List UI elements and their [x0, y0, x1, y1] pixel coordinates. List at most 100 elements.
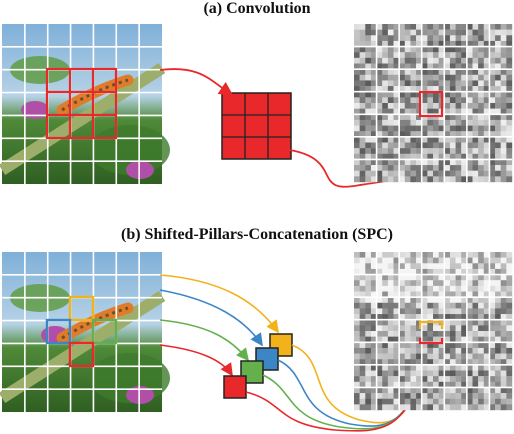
- feature-cell: [410, 387, 417, 394]
- feature-cell: [495, 387, 501, 394]
- feature-cell: [370, 268, 377, 275]
- feature-cell: [359, 268, 366, 275]
- feature-cell: [387, 119, 394, 126]
- feature-cell: [455, 63, 462, 70]
- feature-cell: [500, 35, 507, 42]
- feature-cell: [354, 165, 360, 171]
- feature-cell: [359, 364, 366, 371]
- feature-cell: [506, 325, 513, 332]
- feature-cell: [461, 353, 468, 360]
- feature-cell: [433, 314, 439, 320]
- feature-cell: [427, 170, 434, 177]
- feature-cell: [478, 347, 484, 354]
- feature-cell: [472, 393, 479, 399]
- feature-cell: [461, 285, 468, 292]
- feature-cell: [495, 274, 501, 281]
- feature-cell: [382, 398, 389, 405]
- feature-cell: [393, 74, 400, 81]
- feature-cell: [427, 268, 434, 275]
- feature-cell: [444, 359, 451, 366]
- feature-cell: [449, 252, 456, 258]
- feature-cell: [483, 46, 490, 53]
- feature-cell: [421, 297, 428, 303]
- feature-cell: [359, 119, 366, 126]
- feature-cell: [416, 125, 422, 132]
- feature-cell: [500, 114, 507, 121]
- conv-output-pixel: [418, 90, 444, 118]
- feature-cell: [466, 353, 473, 360]
- feature-cell: [444, 136, 451, 143]
- feature-cell: [438, 29, 445, 36]
- feature-cell: [382, 142, 389, 149]
- feature-cell: [455, 159, 462, 166]
- feature-cell: [370, 80, 377, 87]
- feature-cell: [433, 263, 439, 270]
- feature-cell: [382, 331, 389, 337]
- feature-cell: [354, 153, 360, 160]
- feature-cell: [416, 393, 422, 399]
- feature-cell: [393, 274, 400, 281]
- feature-cell: [489, 398, 496, 405]
- feature-cell: [376, 114, 383, 121]
- feature-cell: [472, 131, 479, 138]
- feature-cell: [444, 319, 451, 326]
- feature-cell: [376, 370, 383, 377]
- feature-cell: [359, 359, 366, 366]
- feature-cell: [483, 274, 490, 281]
- feature-cell: [478, 131, 484, 138]
- feature-cell: [427, 404, 434, 411]
- feature-cell: [376, 336, 383, 343]
- feature-cell: [354, 170, 360, 177]
- feature-cell: [354, 63, 360, 70]
- feature-cell: [438, 125, 445, 132]
- feature-cell: [506, 142, 513, 149]
- feature-cell: [421, 252, 428, 258]
- feature-cell: [427, 114, 434, 121]
- feature-cell: [466, 319, 473, 326]
- feature-cell: [393, 387, 400, 394]
- feature-cell: [455, 142, 462, 149]
- feature-cell: [404, 46, 411, 53]
- feature-cell: [365, 263, 372, 270]
- feature-cell: [359, 52, 366, 59]
- feature-cell: [387, 80, 394, 87]
- feature-cell: [495, 314, 501, 320]
- feature-cell: [495, 176, 501, 183]
- feature-cell: [500, 74, 507, 81]
- feature-cell: [449, 404, 456, 411]
- feature-cell: [387, 74, 394, 81]
- feature-cell: [370, 280, 377, 287]
- feature-cell: [416, 252, 422, 258]
- feature-cell: [506, 69, 513, 75]
- feature-cell: [410, 285, 417, 292]
- feature-cell: [370, 86, 377, 92]
- feature-cell: [404, 170, 411, 177]
- feature-cell: [489, 342, 496, 349]
- feature-cell: [410, 274, 417, 281]
- feature-cell: [433, 398, 439, 405]
- feature-cell: [421, 159, 428, 166]
- feature-cell: [461, 80, 468, 87]
- feature-cell: [399, 263, 405, 270]
- feature-cell: [376, 46, 383, 53]
- feature-cell: [359, 381, 366, 388]
- feature-cell: [495, 153, 501, 160]
- feature-cell: [387, 108, 394, 115]
- feature-cell: [376, 29, 383, 36]
- feature-cell: [421, 257, 428, 264]
- feature-cell: [500, 274, 507, 281]
- feature-cell: [478, 57, 484, 64]
- feature-cell: [495, 359, 501, 366]
- feature-cell: [376, 268, 383, 275]
- feature-cell: [472, 40, 479, 47]
- feature-cell: [489, 319, 496, 326]
- feature-cell: [370, 387, 377, 394]
- feature-cell: [483, 263, 490, 270]
- feature-cell: [506, 314, 513, 320]
- feature-cell: [410, 52, 417, 59]
- feature-cell: [433, 336, 439, 343]
- feature-cell: [444, 381, 451, 388]
- feature-cell: [489, 86, 496, 92]
- feature-cell: [427, 325, 434, 332]
- feature-cell: [404, 63, 411, 70]
